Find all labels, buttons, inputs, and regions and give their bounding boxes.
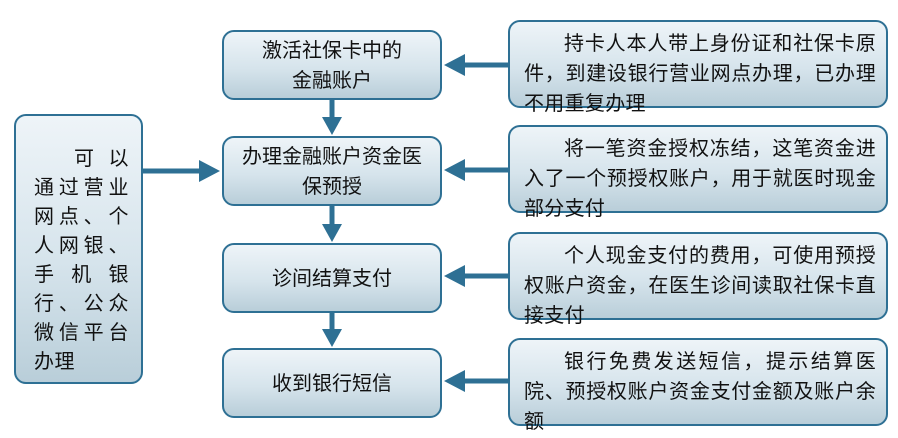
step-box-preauth: 办理金融账户资金医保预授 — [222, 136, 442, 206]
step-box-activate: 激活社保卡中的金融账户 — [222, 30, 442, 100]
step-label-preauth: 办理金融账户资金医保预授 — [242, 144, 422, 198]
step-box-sms: 收到银行短信 — [222, 348, 442, 418]
arrow-settle-to-sms — [322, 313, 342, 347]
arrow-note-to-settle — [444, 265, 508, 287]
step-box-settle: 诊间结算支付 — [222, 243, 442, 313]
arrow-activate-to-preauth — [322, 100, 342, 135]
arrow-note-to-sms — [444, 370, 508, 392]
channel-box: 可以通过营业网点、个人网银、手机银行、公众微信平台办理 — [14, 114, 143, 384]
note-text-activate: 持卡人本人带上身份证和社保卡原件，到建设银行营业网点办理，已办理不用重复办理 — [524, 31, 876, 115]
note-text-sms: 银行免费发送短信，提示结算医院、预授权账户资金支付金额及账户余额 — [524, 349, 876, 433]
arrow-note-to-activate — [444, 54, 508, 76]
note-box-preauth: 将一笔资金授权冻结，这笔资金进入了一个预授权账户，用于就医时现金部分支付 — [508, 125, 888, 220]
arrow-note-to-preauth — [444, 159, 508, 181]
arrow-channel-to-preauth — [143, 160, 220, 182]
note-box-settle: 个人现金支付的费用，可使用预授权账户资金，在医生诊间读取社保卡直接支付 — [508, 232, 888, 327]
step-label-settle: 诊间结算支付 — [272, 266, 392, 290]
step-label-sms: 收到银行短信 — [272, 371, 392, 395]
channel-text: 可以通过营业网点、个人网银、手机银行、公众微信平台办理 — [34, 146, 129, 373]
note-text-preauth: 将一笔资金授权冻结，这笔资金进入了一个预授权账户，用于就医时现金部分支付 — [524, 136, 876, 220]
arrow-preauth-to-settle — [322, 206, 342, 242]
note-box-activate: 持卡人本人带上身份证和社保卡原件，到建设银行营业网点办理，已办理不用重复办理 — [508, 20, 888, 115]
step-label-activate: 激活社保卡中的金融账户 — [262, 38, 402, 92]
note-box-sms: 银行免费发送短信，提示结算医院、预授权账户资金支付金额及账户余额 — [508, 338, 888, 433]
note-text-settle: 个人现金支付的费用，可使用预授权账户资金，在医生诊间读取社保卡直接支付 — [524, 243, 876, 327]
